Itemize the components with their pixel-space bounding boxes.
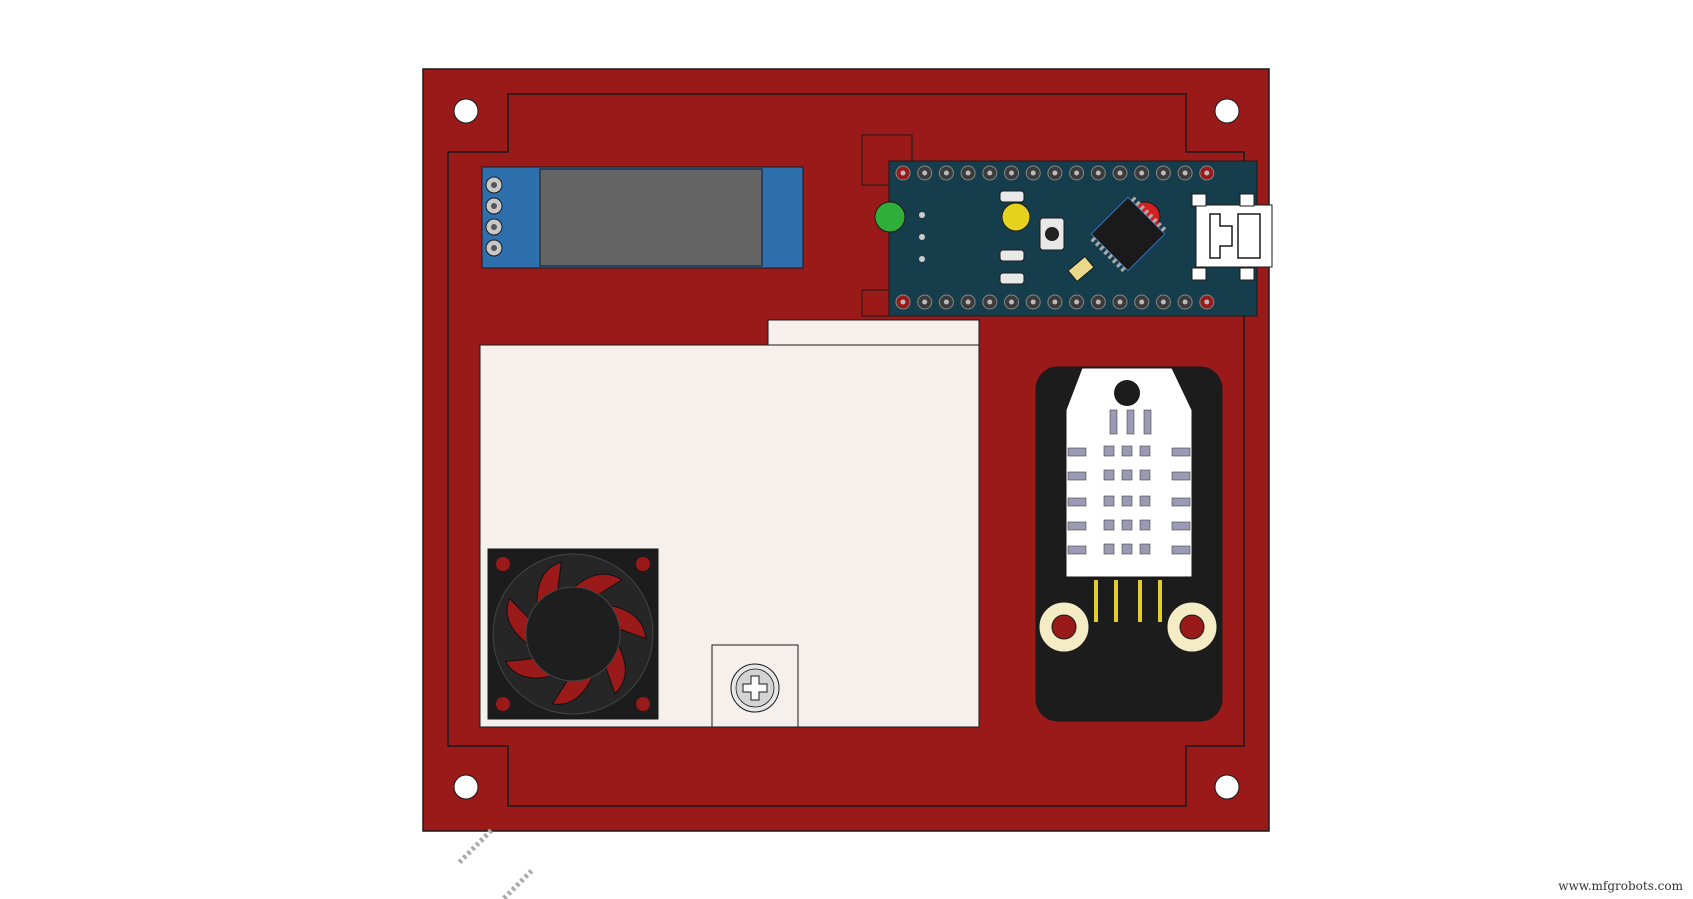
crystal [1067,255,1095,283]
mount-holes [453,98,1240,800]
sensor-vents [1067,409,1191,555]
sensor-mount-hole [1114,380,1140,406]
hole-icon [1214,774,1240,800]
microcontroller-chip [457,196,1167,899]
nano-pin-rows [895,165,1215,310]
smd-led [999,190,1025,203]
smd-led [999,272,1025,285]
oled-header-pins [485,176,503,257]
hole-icon [1214,98,1240,124]
oled-display-module [481,166,804,269]
temperature-humidity-sensor [1035,366,1223,722]
inner-outline [447,93,1245,807]
reset-button-cap [1045,227,1059,241]
fan-icon [487,548,659,720]
module-tab [767,319,980,346]
sensor-pins [1094,580,1162,622]
arduino-nano [457,160,1273,899]
hole-icon [453,98,479,124]
smd-led [999,249,1025,262]
oled-screen [539,168,763,267]
screw-icon [711,644,799,728]
usb-connector-icon [1191,193,1273,281]
led-green-icon [874,201,906,233]
nano-clearance-outline [861,134,913,186]
watermark: www.mfgrobots.com [1558,879,1683,893]
hole-icon [453,774,479,800]
led-yellow-icon [1001,202,1031,232]
